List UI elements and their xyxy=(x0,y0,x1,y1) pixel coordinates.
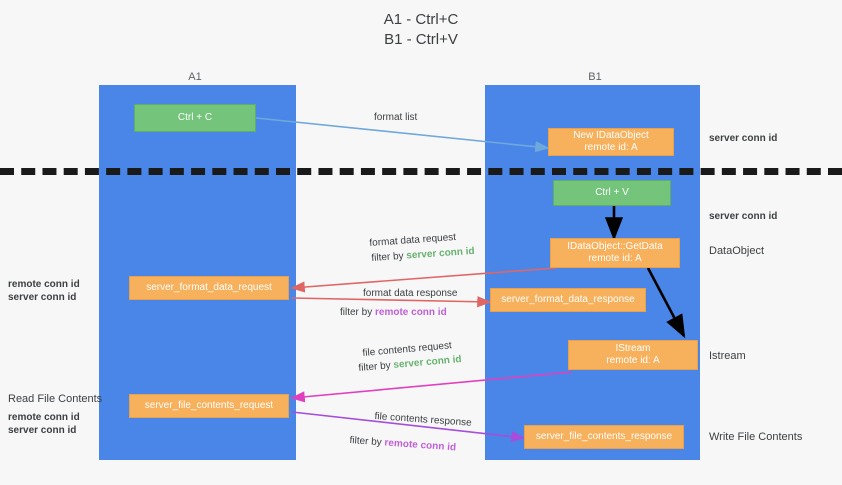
diagram-title: A1 - Ctrl+C B1 - Ctrl+V xyxy=(383,11,459,48)
lane-a1-title: A1 xyxy=(188,71,202,83)
label-remote-conn-id-lower: remote conn id xyxy=(8,412,80,423)
left-conn-group-lower: remote conn id server conn id xyxy=(8,411,98,437)
node-new-idataobject[interactable]: New IDataObject remote id: A xyxy=(548,128,674,156)
left-conn-group-upper: remote conn id server conn id xyxy=(8,278,98,304)
arrow-getdata-to-istream xyxy=(646,267,686,339)
arrow-file-contents-request xyxy=(290,371,573,403)
node-server-file-contents-request[interactable]: server_file_contents_request xyxy=(129,394,289,418)
arrow-format-list xyxy=(255,117,550,153)
node-ctrl-c[interactable]: Ctrl + C xyxy=(134,104,256,132)
label-dataobject: DataObject xyxy=(709,245,765,257)
edge-label-format-list: format list xyxy=(374,112,418,123)
edge-label-format-data-response: format data response xyxy=(363,288,458,299)
filter-prefix: filter by xyxy=(358,359,394,374)
filter-key-remote-conn-id: remote conn id xyxy=(375,307,447,318)
label-write-file-contents: Write File Contents xyxy=(709,431,803,443)
arrow-format-data-response xyxy=(291,296,492,308)
label-server-conn-id-mid: server conn id xyxy=(709,211,778,222)
node-ctrl-v[interactable]: Ctrl + V xyxy=(553,180,671,206)
node-server-format-data-request[interactable]: server_format_data_request xyxy=(129,276,289,300)
arrow-file-contents-response xyxy=(291,411,526,443)
label-remote-conn-id-upper: remote conn id xyxy=(8,279,80,290)
edge-label-format-data-response-filter: filter by remote conn id xyxy=(340,306,447,319)
label-server-conn-id-lower: server conn id xyxy=(8,425,77,436)
filter-prefix: filter by xyxy=(371,250,407,264)
label-server-conn-id-upper: server conn id xyxy=(8,292,77,303)
label-read-file-contents: Read File Contents xyxy=(8,393,103,405)
label-istream: Istream xyxy=(709,350,746,362)
filter-prefix: filter by xyxy=(340,307,376,318)
node-idataobject-getdata[interactable]: IDataObject::GetData remote id: A xyxy=(550,238,680,268)
phase-divider xyxy=(0,168,842,175)
label-server-conn-id-top: server conn id xyxy=(709,133,778,144)
node-server-format-data-response[interactable]: server_format_data_response xyxy=(490,288,646,312)
filter-prefix: filter by xyxy=(349,434,385,449)
arrow-format-data-request xyxy=(290,267,557,293)
node-istream[interactable]: IStream remote id: A xyxy=(568,340,698,370)
node-server-file-contents-response[interactable]: server_file_contents_response xyxy=(524,425,684,449)
lane-b1-title: B1 xyxy=(588,71,602,83)
